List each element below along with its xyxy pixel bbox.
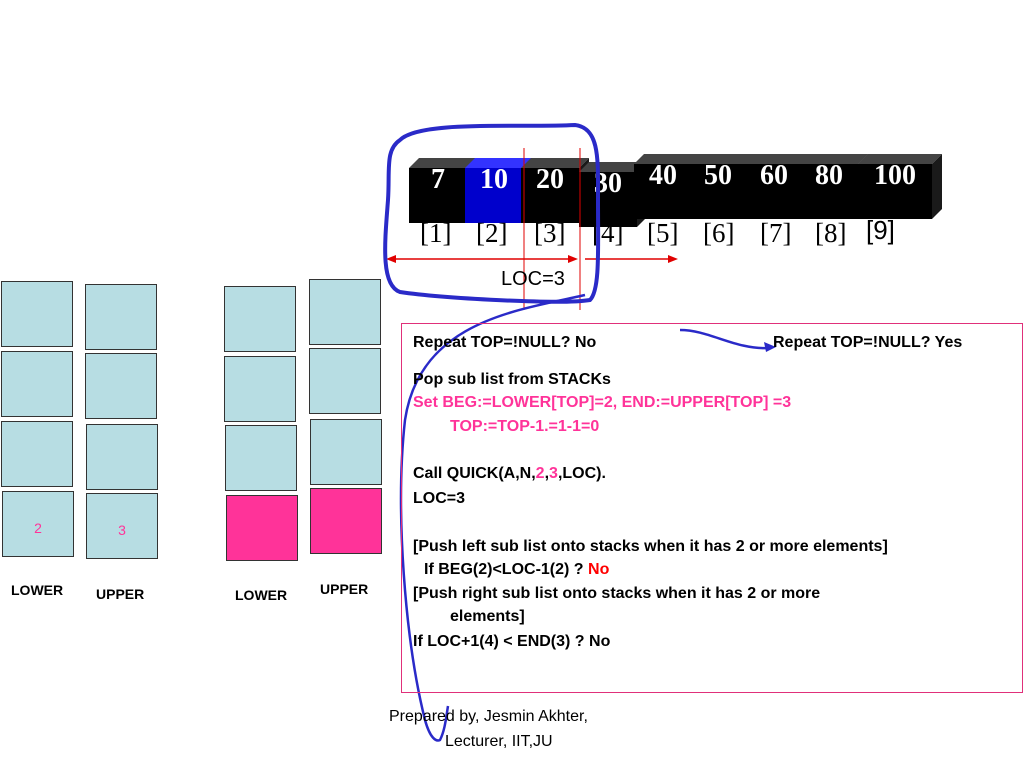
stack-cell — [226, 495, 298, 561]
array-index: [2] — [476, 218, 508, 248]
array-index: [3] — [534, 218, 566, 248]
stack-cell — [309, 348, 381, 414]
stack-cell: 2 — [2, 491, 74, 557]
right-upper-label: UPPER — [320, 581, 369, 597]
array-index: [7] — [760, 218, 792, 248]
array-value: 80 — [815, 160, 843, 191]
loc-label: LOC=3 — [501, 268, 565, 290]
step-line: elements] — [450, 608, 525, 625]
stack-cell — [1, 351, 73, 417]
array-value: 40 — [649, 160, 677, 191]
flow-arrowhead — [764, 342, 776, 352]
array-value: 60 — [760, 160, 788, 191]
array-value: 20 — [536, 164, 564, 195]
upper-value: 3 — [118, 522, 126, 538]
flow-curve — [399, 293, 586, 742]
step-line: Pop sub list from STACKs — [413, 371, 611, 388]
right-lower-label: LOWER — [235, 587, 288, 603]
step-line: TOP:=TOP-1.=1-1=0 — [450, 418, 600, 435]
stack-cell — [225, 425, 297, 491]
array-value: 10 — [480, 164, 508, 195]
array-cell: 20 — [521, 158, 589, 223]
selection-circle — [383, 122, 601, 304]
step-line: Repeat TOP=!NULL? Yes — [773, 334, 963, 351]
lower-value: 2 — [34, 520, 42, 536]
stack-cell — [310, 488, 382, 554]
stack-cell — [1, 421, 73, 487]
array-value: 100 — [874, 160, 916, 191]
array-value: 7 — [431, 164, 445, 195]
step-line: If BEG(2)<LOC-1(2) ? No — [424, 561, 610, 578]
footer-author: Prepared by, Jesmin Akhter, — [389, 708, 588, 725]
step-line: LOC=3 — [413, 490, 466, 507]
array-index: [8] — [815, 218, 847, 248]
array-index: [1] — [420, 218, 452, 248]
stack-cell — [85, 353, 157, 419]
array-value: 50 — [704, 160, 732, 191]
stack-cell — [85, 284, 157, 350]
stack-cell: 3 — [86, 493, 158, 559]
stack-cell — [224, 286, 296, 352]
array-index: [6] — [703, 218, 735, 248]
footer-title: Lecturer, IIT,JU — [445, 733, 553, 750]
stack-cell — [224, 356, 296, 422]
left-upper-label: UPPER — [96, 586, 145, 602]
step-line: If LOC+1(4) < END(3) ? No — [413, 633, 611, 650]
stack-cell — [1, 281, 73, 347]
array-cell: 60 — [745, 154, 813, 219]
step-line: Repeat TOP=!NULL? No — [413, 334, 597, 351]
step-line: Call QUICK(A,N,2,3,LOC). — [413, 465, 606, 482]
step-line: [Push right sub list onto stacks when it… — [413, 585, 821, 602]
step-line: [Push left sub list onto stacks when it … — [413, 538, 888, 555]
left-lower-label: LOWER — [11, 582, 64, 598]
array-index: [5] — [647, 218, 679, 248]
stack-cell — [310, 419, 382, 485]
array-index: [9] — [866, 215, 895, 245]
array-cell: 80 — [800, 154, 868, 219]
stack-cell — [86, 424, 158, 490]
flow-arrow — [679, 328, 771, 350]
steps-box — [401, 323, 1023, 693]
left-range-arrow — [386, 255, 578, 263]
stack-cell — [309, 279, 381, 345]
step-line: Set BEG:=LOWER[TOP]=2, END:=UPPER[TOP] =… — [413, 394, 792, 411]
array-cell: 100 — [858, 154, 942, 219]
